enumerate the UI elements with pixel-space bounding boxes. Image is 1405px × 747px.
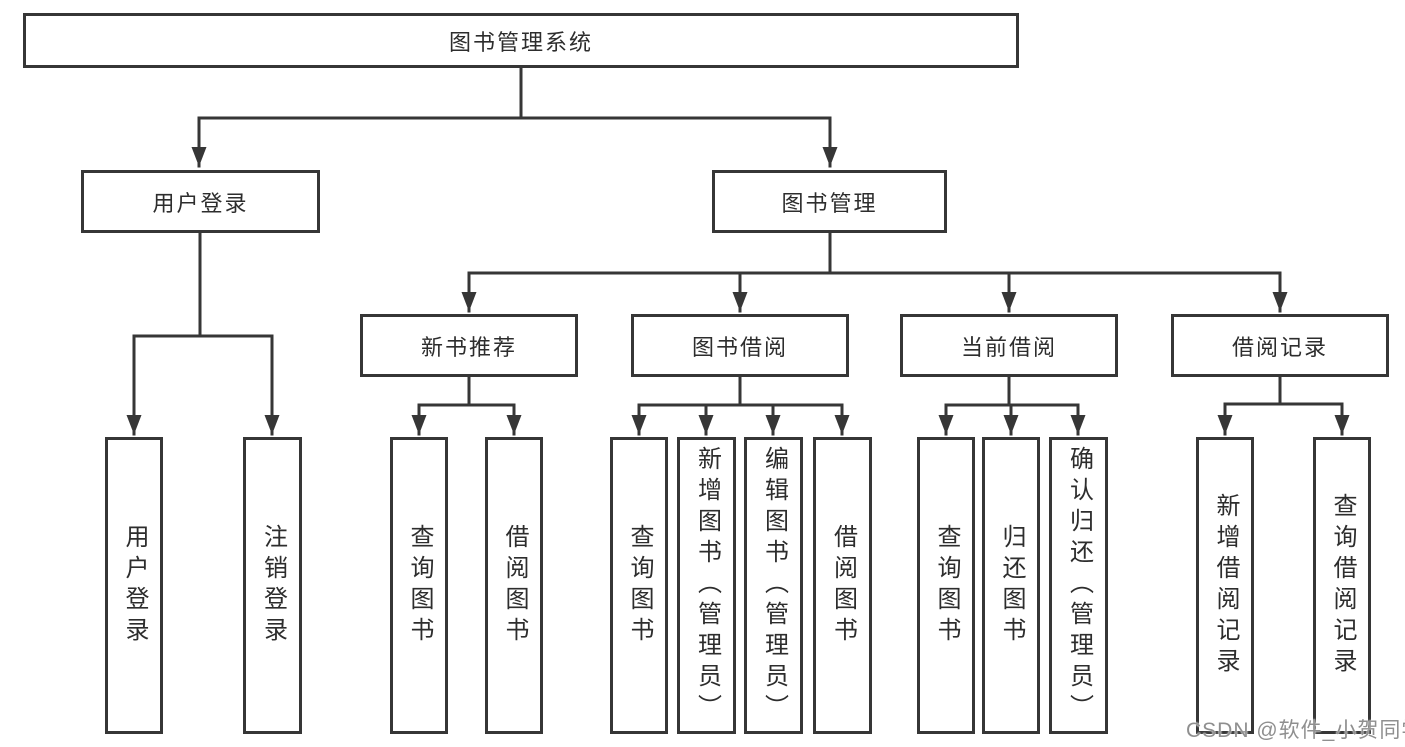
node-book-management: 图书管理 xyxy=(712,170,947,233)
leaf-current-return-book: 归还图书 xyxy=(982,437,1040,734)
node-user-login: 用户登录 xyxy=(81,170,320,233)
node-current-borrowing: 当前借阅 xyxy=(900,314,1118,377)
leaf-user-login: 用户登录 xyxy=(105,437,163,734)
csdn-watermark: CSDN @软件_小贺同学 xyxy=(1186,719,1405,742)
leaf-current-query-book: 查询图书 xyxy=(917,437,975,734)
leaf-records-query-record: 查询借阅记录 xyxy=(1313,437,1371,734)
leaf-recommend-borrow-book: 借阅图书 xyxy=(485,437,543,734)
leaf-borrowing-query-book: 查询图书 xyxy=(610,437,668,734)
node-library-management-system: 图书管理系统 xyxy=(23,13,1019,68)
node-new-book-recommend: 新书推荐 xyxy=(360,314,578,377)
leaf-current-confirm-return-admin: 确认归还（管理员） xyxy=(1049,437,1108,734)
leaf-records-add-record: 新增借阅记录 xyxy=(1196,437,1254,734)
leaf-borrowing-edit-book-admin: 编辑图书（管理员） xyxy=(744,437,803,734)
node-borrowing-records: 借阅记录 xyxy=(1171,314,1389,377)
leaf-logout-login: 注销登录 xyxy=(243,437,302,734)
leaf-borrowing-add-book-admin: 新增图书（管理员） xyxy=(677,437,736,734)
leaf-borrowing-borrow-book: 借阅图书 xyxy=(813,437,872,734)
leaf-recommend-query-book: 查询图书 xyxy=(390,437,448,734)
node-book-borrowing: 图书借阅 xyxy=(631,314,849,377)
